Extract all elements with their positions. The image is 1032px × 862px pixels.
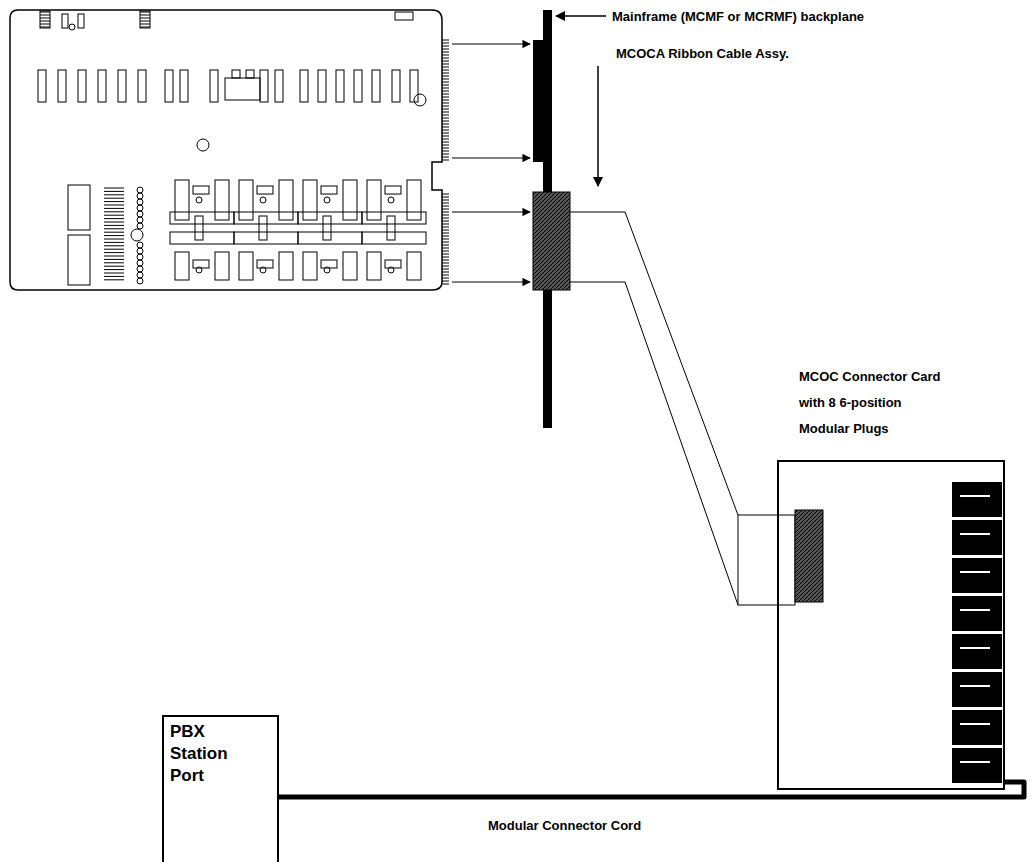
cord-label: Modular Connector Cord: [488, 818, 641, 833]
ribbon-cable: [570, 212, 738, 605]
card-header: [795, 510, 823, 602]
leader-arrow: [556, 15, 606, 17]
insertion-arrows: [452, 44, 530, 282]
card-label: MCOC Connector Card with 8 6-position Mo…: [799, 364, 949, 442]
leader-arrow: [597, 66, 599, 186]
card-components: [38, 11, 449, 285]
station-port-box: PBX Station Port: [162, 715, 279, 862]
backplane-connector: [533, 40, 547, 162]
box-label: PBX Station Port: [164, 717, 256, 791]
connector-card: MCOC Connector Card with 8 6-position Mo…: [777, 460, 1005, 790]
ribbon-end: [738, 515, 795, 605]
circuit-card: [10, 10, 442, 290]
part-label: MCOCA Ribbon Cable Assy.: [616, 46, 789, 61]
ribbon-connector: [533, 192, 570, 290]
part-label: Mainframe (MCMF or MCRMF) backplane: [612, 9, 864, 24]
modular-jacks: [952, 482, 1002, 783]
